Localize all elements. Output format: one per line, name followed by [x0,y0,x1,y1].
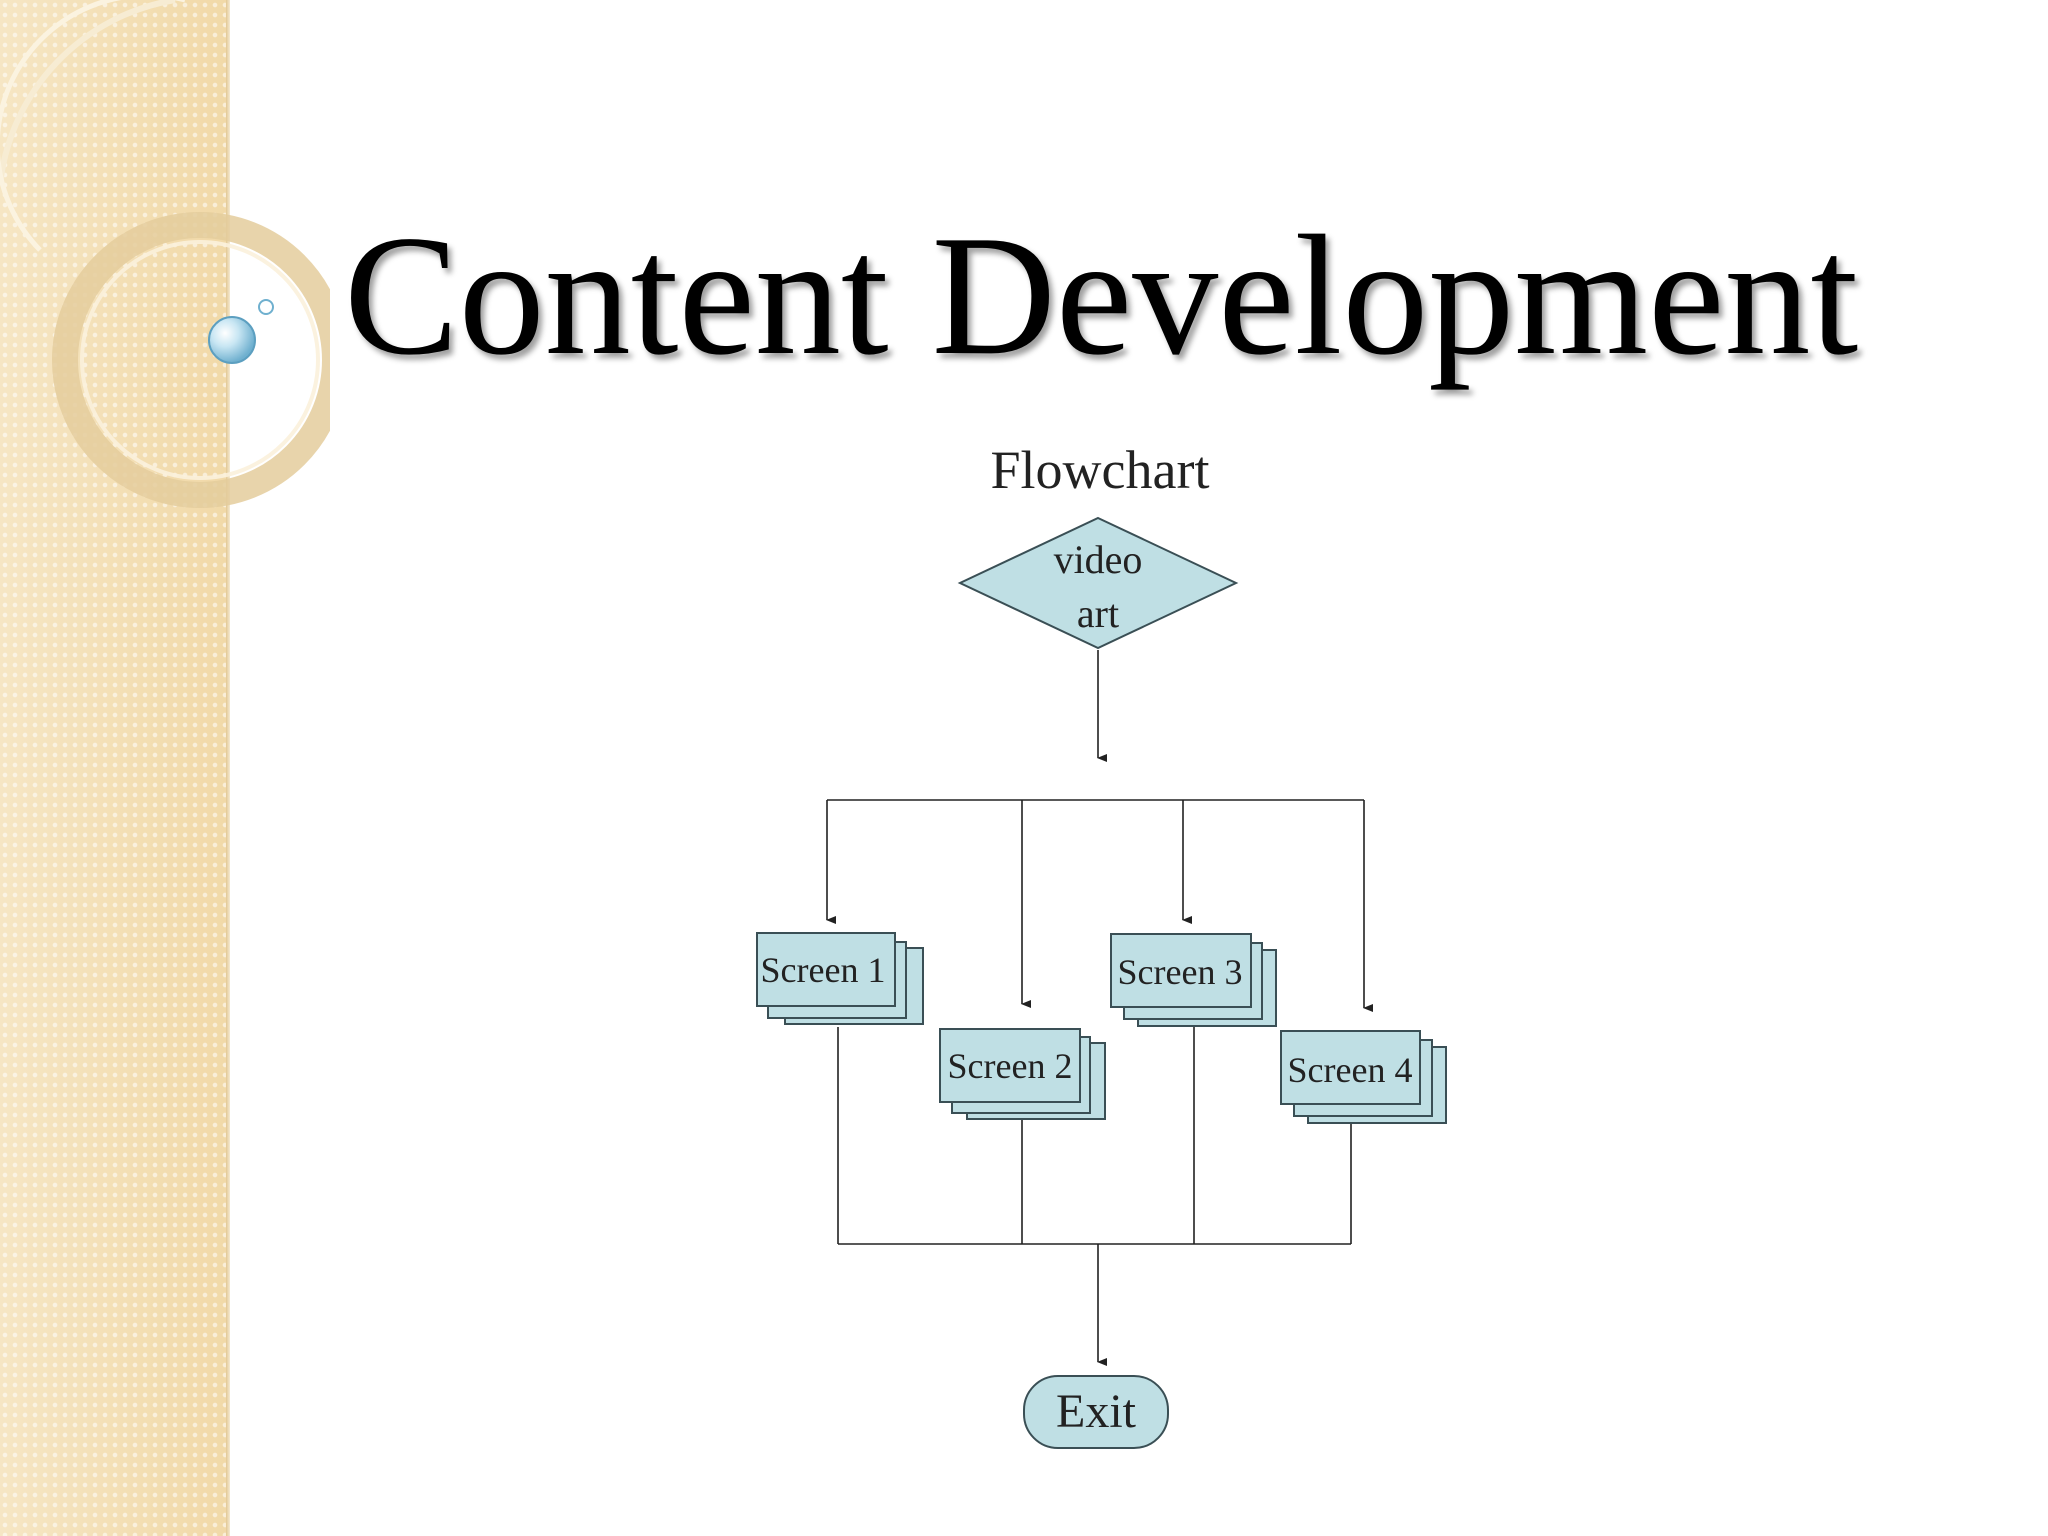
screen-3-stack: Screen 3 [1111,934,1276,1026]
screen-1-stack: Screen 1 [757,933,923,1024]
decision-label-line1: video [1054,537,1143,582]
flowchart-caption: Flowchart [991,440,1210,500]
decision-label-line2: art [1077,591,1119,636]
screen-2-label: Screen 2 [948,1046,1073,1086]
screen-4-label: Screen 4 [1288,1050,1413,1090]
screen-3-label: Screen 3 [1118,952,1243,992]
screen-2-stack: Screen 2 [940,1029,1105,1119]
screen-4-stack: Screen 4 [1281,1031,1446,1123]
exit-label: Exit [1056,1385,1137,1438]
screen-1-label: Screen 1 [761,950,886,990]
